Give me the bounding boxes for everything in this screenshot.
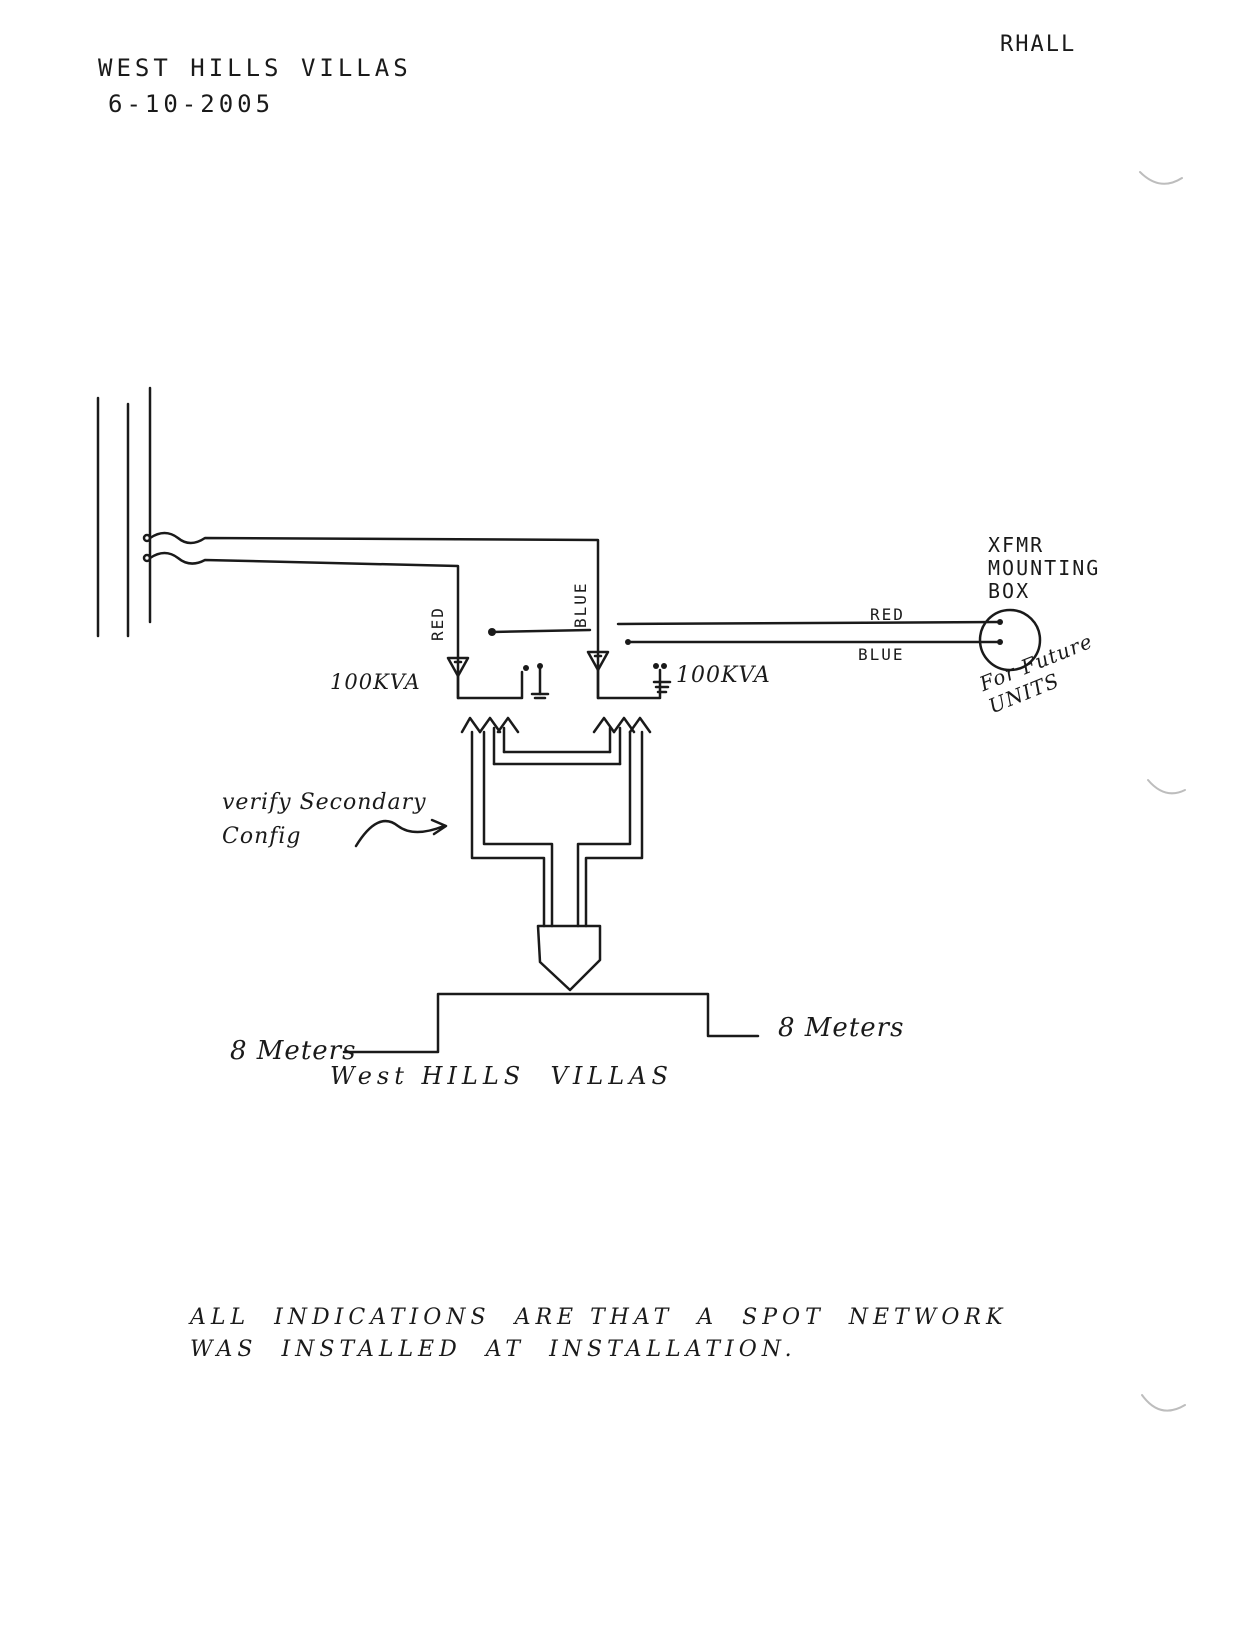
scan-mark-bottom <box>1141 1394 1186 1412</box>
site-label-bottom: West HILLS VILLAS <box>330 1062 673 1090</box>
secondary-connector <box>536 924 602 992</box>
kva-label-right: 100KVA <box>676 663 771 688</box>
scan-mark-middle <box>1147 779 1186 795</box>
jumper-wire <box>488 628 592 636</box>
secondary-conductors <box>460 716 652 928</box>
title: WEST HILLS VILLAS <box>98 54 412 82</box>
kva-label-left: 100KVA <box>330 670 421 694</box>
utility-pole <box>96 386 152 638</box>
note-line-1: ALL INDICATIONS ARE THAT A SPOT NETWORK <box>190 1305 1008 1330</box>
service-bus <box>342 992 760 1054</box>
leads-to-xfmr-box <box>616 608 1042 672</box>
meters-label-left: 8 Meters <box>230 1036 357 1066</box>
transformer-right <box>586 650 672 700</box>
verify-arrow <box>354 818 448 848</box>
wire-label-red-right: RED <box>870 605 905 624</box>
xfmr-mounting-box-label: XFMR MOUNTING BOX <box>988 533 1101 603</box>
wire-label-blue-vertical: BLUE <box>571 581 590 628</box>
primary-feed <box>142 531 600 700</box>
wire-label-blue-right: BLUE <box>858 645 905 664</box>
xfmr-mounting-box-circle <box>978 608 1042 672</box>
author: RHALL <box>1000 32 1077 57</box>
date: 6-10-2005 <box>108 90 275 118</box>
scan-mark-top <box>1139 171 1183 185</box>
transformer-left <box>446 656 550 700</box>
installation-note: ALL INDICATIONS ARE THAT A SPOT NETWORK W… <box>190 1302 1007 1366</box>
meters-label-right: 8 Meters <box>778 1013 905 1043</box>
wire-label-red-vertical: RED <box>428 606 447 641</box>
note-line-2: WAS INSTALLED AT INSTALLATION. <box>190 1337 797 1362</box>
verify-secondary-label: verify Secondary Config <box>222 790 427 849</box>
